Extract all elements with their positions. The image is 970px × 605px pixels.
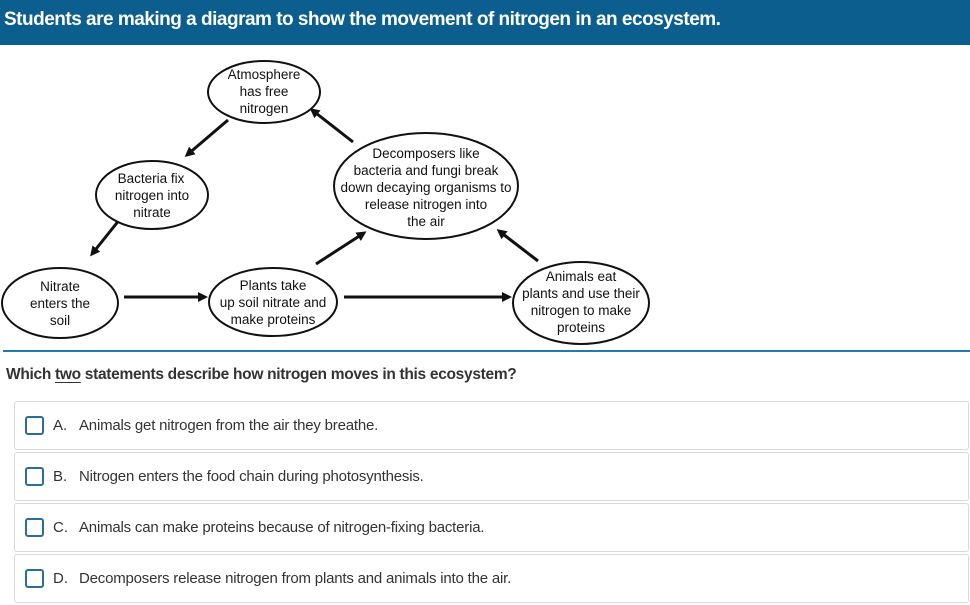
node-bacteria-line-3: nitrate bbox=[133, 205, 171, 220]
option-d[interactable]: D. Decomposers release nitrogen from pla… bbox=[14, 554, 969, 603]
option-a[interactable]: A. Animals get nitrogen from the air the… bbox=[14, 401, 969, 450]
option-b[interactable]: B. Nitrogen enters the food chain during… bbox=[14, 452, 969, 501]
option-b-checkbox[interactable] bbox=[25, 467, 44, 486]
nitrogen-cycle-diagram: Atmosphere has free nitrogen Bacteria fi… bbox=[0, 45, 970, 350]
arrow-decomposers-to-atmosphere bbox=[309, 108, 354, 144]
node-bacteria: Bacteria fix nitrogen into nitrate bbox=[95, 160, 209, 230]
option-d-letter: D. bbox=[53, 570, 68, 587]
question-suffix: statements describe how nitrogen moves i… bbox=[80, 366, 517, 383]
option-a-text: Animals get nitrogen from the air they b… bbox=[79, 417, 379, 434]
node-decomposers-line-4: release nitrogen into bbox=[365, 197, 487, 212]
option-a-letter: A. bbox=[53, 417, 68, 434]
arrow-animals-to-decomposers bbox=[496, 229, 539, 263]
node-decomposers-line-5: the air bbox=[407, 214, 445, 229]
header-bar: Students are making a diagram to show th… bbox=[0, 0, 970, 45]
option-a-checkbox[interactable] bbox=[25, 416, 44, 435]
option-c-letter: C. bbox=[53, 519, 68, 536]
answer-options: A. Animals get nitrogen from the air the… bbox=[14, 401, 969, 605]
question-prompt: Which two statements describe how nitrog… bbox=[6, 366, 517, 384]
node-decomposers-line-1: Decomposers like bbox=[372, 146, 479, 161]
node-decomposers-line-2: bacteria and fungi break bbox=[354, 163, 499, 178]
node-atmosphere: Atmosphere has free nitrogen bbox=[207, 60, 321, 124]
node-atmosphere-line-1: Atmosphere bbox=[228, 67, 301, 82]
question-prefix: Which bbox=[6, 366, 55, 383]
node-animals: Animals eat plants and use their nitroge… bbox=[512, 261, 650, 345]
node-plants-line-3: make proteins bbox=[231, 312, 316, 327]
node-animals-line-3: nitrogen to make bbox=[531, 303, 632, 318]
node-nitrate-line-3: soil bbox=[50, 313, 70, 328]
option-b-text: Nitrogen enters the food chain during ph… bbox=[79, 468, 424, 485]
node-animals-line-4: proteins bbox=[557, 320, 605, 335]
node-decomposers-line-3: down decaying organisms to bbox=[340, 180, 511, 195]
arrow-atmosphere-to-bacteria bbox=[184, 118, 229, 157]
node-plants-line-2: up soil nitrate and bbox=[220, 295, 327, 310]
node-atmosphere-line-3: nitrogen bbox=[240, 101, 289, 116]
arrow-bacteria-to-nitrate bbox=[90, 218, 122, 257]
node-animals-line-1: Animals eat bbox=[546, 269, 617, 284]
node-decomposers: Decomposers like bacteria and fungi brea… bbox=[333, 132, 519, 240]
header-title: Students are making a diagram to show th… bbox=[4, 9, 721, 30]
section-divider bbox=[3, 350, 970, 352]
option-d-text: Decomposers release nitrogen from plants… bbox=[79, 570, 512, 587]
node-plants: Plants take up soil nitrate and make pro… bbox=[208, 267, 338, 337]
option-b-letter: B. bbox=[53, 468, 68, 485]
node-bacteria-line-1: Bacteria fix bbox=[118, 171, 185, 186]
option-c[interactable]: C. Animals can make proteins because of … bbox=[14, 503, 969, 552]
node-nitrate-line-2: enters the bbox=[30, 296, 90, 311]
option-d-checkbox[interactable] bbox=[25, 569, 44, 588]
question-keyword: two bbox=[55, 366, 81, 383]
arrow-plants-to-decomposers bbox=[315, 231, 367, 266]
node-nitrate: Nitrate enters the soil bbox=[1, 267, 119, 339]
option-c-text: Animals can make proteins because of nit… bbox=[79, 519, 485, 536]
node-bacteria-line-2: nitrogen into bbox=[115, 188, 189, 203]
node-plants-line-1: Plants take bbox=[240, 278, 307, 293]
node-atmosphere-line-2: has free bbox=[240, 84, 289, 99]
node-nitrate-line-1: Nitrate bbox=[40, 279, 80, 294]
option-c-checkbox[interactable] bbox=[25, 518, 44, 537]
node-animals-line-2: plants and use their bbox=[522, 286, 640, 301]
